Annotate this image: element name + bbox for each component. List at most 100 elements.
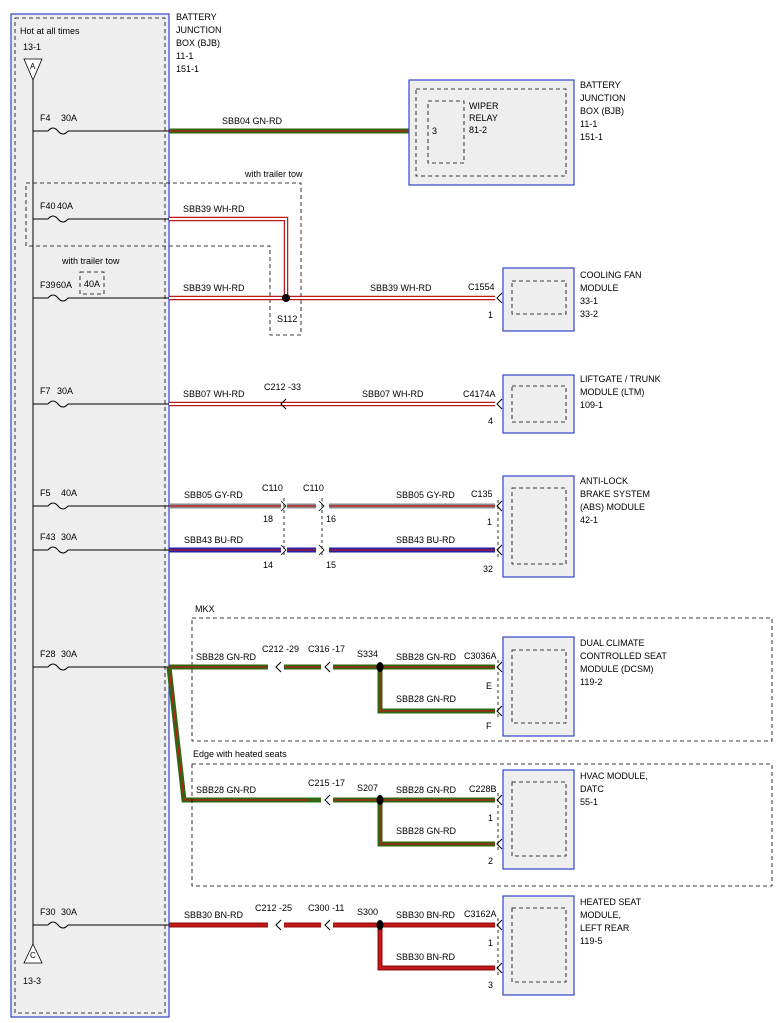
wire-label-sbb43-1: SBB43 BU-RD (184, 535, 244, 545)
connector-c3036a: C3036A (464, 651, 497, 661)
connector-c110-a: C110 (262, 483, 283, 493)
splice-label-s112: S112 (277, 314, 297, 324)
bjb-bottom-ref: 13-3 (23, 976, 41, 986)
connector-c212-33-icon (280, 398, 287, 410)
hvac-box (502, 769, 575, 870)
connector-c316-17-icon (324, 661, 331, 673)
wire-label-sbb07-2: SBB07 WH-RD (362, 389, 424, 399)
wire-label-sbb39-1: SBB39 WH-RD (183, 204, 245, 214)
svg-text:30A: 30A (61, 907, 77, 917)
svg-text:F7: F7 (40, 386, 51, 396)
connector-c135-icon-2 (496, 544, 503, 556)
svg-text:F40: F40 (40, 201, 56, 211)
svg-text:55-1: 55-1 (580, 797, 598, 807)
splice-s207-dot (376, 795, 384, 805)
svg-text:DATC: DATC (580, 784, 604, 794)
connector-c228b-icon-1 (496, 794, 503, 806)
wire-label-sbb28-5: SBB28 GN-RD (396, 785, 457, 795)
pin-dcsm-f: F (486, 721, 492, 731)
abs-label: ANTI-LOCK BRAKE SYSTEM (ABS) MODULE 42-1 (580, 476, 650, 525)
svg-text:BOX (BJB): BOX (BJB) (580, 106, 624, 116)
wire-label-sbb05-1: SBB05 GY-RD (184, 490, 243, 500)
splice-s334-dot (376, 662, 384, 672)
svg-text:RELAY: RELAY (469, 113, 498, 123)
connector-c1554: C1554 (468, 282, 495, 292)
wire-sbb28-hvac (310, 797, 495, 847)
wire-label-sbb04: SBB04 GN-RD (222, 116, 283, 126)
connector-c212-25-icon (275, 919, 282, 931)
cooling-fan-label: COOLING FAN MODULE 33-1 33-2 (580, 270, 642, 319)
connector-c1554-icon (496, 292, 503, 304)
svg-text:F39: F39 (40, 280, 56, 290)
svg-text:F5: F5 (40, 488, 51, 498)
wire-label-sbb05-2: SBB05 GY-RD (396, 490, 455, 500)
wiper-relay-label: WIPER RELAY 81-2 (469, 101, 499, 135)
connector-c215-17-icon (324, 794, 331, 806)
svg-text:30A: 30A (57, 386, 73, 396)
svg-text:151-1: 151-1 (176, 64, 199, 74)
svg-text:LEFT REAR: LEFT REAR (580, 923, 630, 933)
wire-label-sbb30-2: SBB30 BN-RD (396, 910, 456, 920)
pin-wiper-3: 3 (432, 126, 437, 136)
connector-c212-25: C212 -25 (255, 903, 292, 913)
pin-dcsm-e: E (486, 681, 492, 691)
svg-text:C: C (30, 951, 36, 960)
trailer-tow-label-2: with trailer tow (61, 256, 120, 266)
splice-s300: S300 (357, 907, 378, 917)
wire-label-sbb07-1: SBB07 WH-RD (183, 389, 245, 399)
connector-c3036a-icon-2 (496, 705, 503, 717)
dcsm-label: DUAL CLIMATE CONTROLLED SEAT MODULE (DCS… (580, 638, 667, 687)
svg-text:JUNCTION: JUNCTION (176, 25, 222, 35)
splice-s334: S334 (357, 649, 378, 659)
connector-c4174a-icon (496, 398, 503, 410)
wire-label-sbb28-3: SBB28 GN-RD (396, 694, 457, 704)
svg-text:F43: F43 (40, 532, 56, 542)
heated-seat-label: HEATED SEAT MODULE, LEFT REAR 119-5 (580, 897, 642, 946)
pin-cooling-1: 1 (488, 310, 493, 320)
svg-text:F30: F30 (40, 907, 56, 917)
svg-text:MODULE (DCSM): MODULE (DCSM) (580, 664, 654, 674)
trailer-tow-label-1: with trailer tow (244, 169, 303, 179)
svg-text:42-1: 42-1 (580, 515, 598, 525)
wire-label-sbb28-4: SBB28 GN-RD (196, 785, 257, 795)
connector-c316-17: C316 -17 (308, 644, 345, 654)
connector-c4174a: C4174A (463, 389, 496, 399)
svg-text:109-1: 109-1 (580, 400, 603, 410)
wire-sbb30 (169, 922, 495, 971)
svg-text:BRAKE SYSTEM: BRAKE SYSTEM (580, 489, 650, 499)
wire-sbb28-dcsm (169, 664, 495, 714)
svg-text:81-2: 81-2 (469, 125, 487, 135)
wire-label-sbb43-2: SBB43 BU-RD (396, 535, 456, 545)
connector-c212-29: C212 -29 (262, 644, 299, 654)
svg-text:30A: 30A (61, 532, 77, 542)
pin-c110-16: 16 (326, 514, 336, 524)
svg-text:33-1: 33-1 (580, 296, 598, 306)
hvac-label: HVAC MODULE, DATC 55-1 (580, 771, 648, 807)
fuse-leads (68, 130, 169, 926)
wire-label-sbb28-6: SBB28 GN-RD (396, 826, 457, 836)
wire-sbb39-f40 (169, 216, 289, 298)
ltm-box (502, 374, 575, 434)
heated-seat-box (502, 895, 575, 996)
option-mkx-label: MKX (195, 604, 215, 614)
wiper-relay-box (408, 79, 575, 186)
svg-text:BATTERY: BATTERY (580, 80, 621, 90)
svg-text:A: A (30, 62, 36, 71)
pin-ltm-4: 4 (488, 416, 493, 426)
pin-seat-3: 3 (488, 980, 493, 990)
svg-text:119-5: 119-5 (580, 936, 602, 946)
wire-label-sbb28-1: SBB28 GN-RD (196, 652, 257, 662)
bjb-name-lines: BATTERY JUNCTION BOX (BJB) 11-1 151-1 (176, 12, 222, 74)
ltm-label: LIFTGATE / TRUNK MODULE (LTM) 109-1 (580, 374, 661, 410)
pin-hvac-1: 1 (488, 813, 493, 823)
connector-c3162a: C3162A (464, 909, 497, 919)
svg-text:HVAC MODULE,: HVAC MODULE, (580, 771, 648, 781)
trailer-tow-outlines (25, 182, 302, 336)
svg-text:MODULE: MODULE (580, 283, 619, 293)
svg-text:151-1: 151-1 (580, 132, 603, 142)
